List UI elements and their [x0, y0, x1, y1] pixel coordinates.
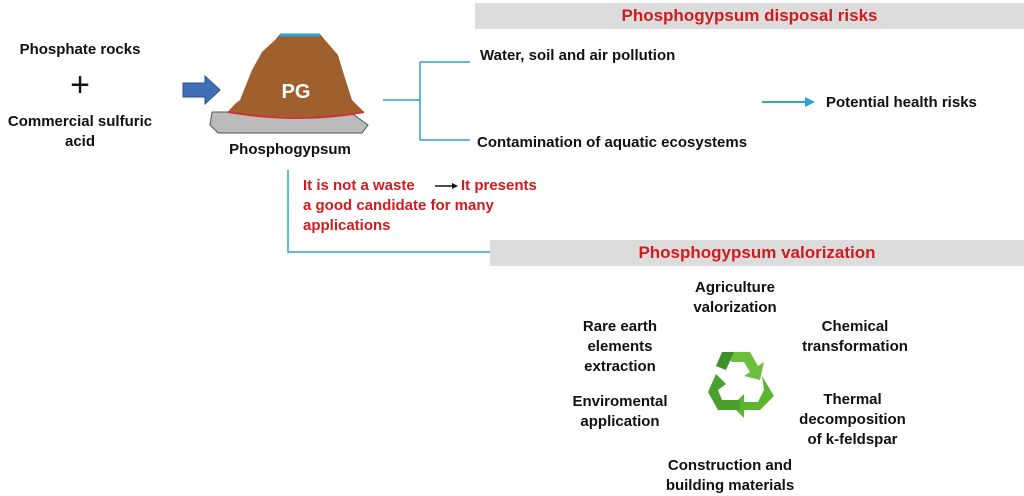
sulfuric-acid-label: Commercial sulfuric acid [7, 113, 153, 150]
note-not-waste: It is not a waste [303, 177, 415, 194]
risk-pollution: Water, soil and air pollution [480, 47, 676, 64]
valorization-environmental: Enviromental application [572, 393, 668, 430]
phosphate-rocks-label: Phosphate rocks [19, 41, 141, 58]
health-risk-arrow [762, 97, 815, 107]
plus-sign: + [70, 66, 90, 104]
recycle-icon [708, 352, 774, 418]
valorization-chemical: Chemical transformation [802, 318, 908, 355]
valorization-title: Phosphogypsum valorization [490, 240, 1024, 266]
risk-aquatic: Contamination of aquatic ecosystems [477, 134, 748, 151]
valorization-construction: Construction and building materials [665, 457, 795, 494]
phosphogypsum-stack-icon: PG [209, 33, 369, 134]
valorization-agriculture: Agriculture valorization [693, 279, 777, 316]
note-applications: applications [303, 217, 391, 234]
note-arrow [435, 183, 458, 189]
connector-lines [287, 61, 490, 253]
input-arrow [182, 74, 221, 106]
disposal-risks-title: Phosphogypsum disposal risks [475, 3, 1024, 29]
valorization-rare-earth: Rare earth elements extraction [582, 318, 658, 375]
note-candidate: a good candidate for many [303, 197, 494, 214]
health-risks-label: Potential health risks [826, 94, 977, 111]
phosphogypsum-caption: Phosphogypsum [229, 141, 351, 158]
note-presents: It presents [461, 177, 537, 194]
valorization-thermal: Thermal decomposition of k-feldspar [799, 391, 906, 448]
pg-label: PG [282, 81, 311, 103]
